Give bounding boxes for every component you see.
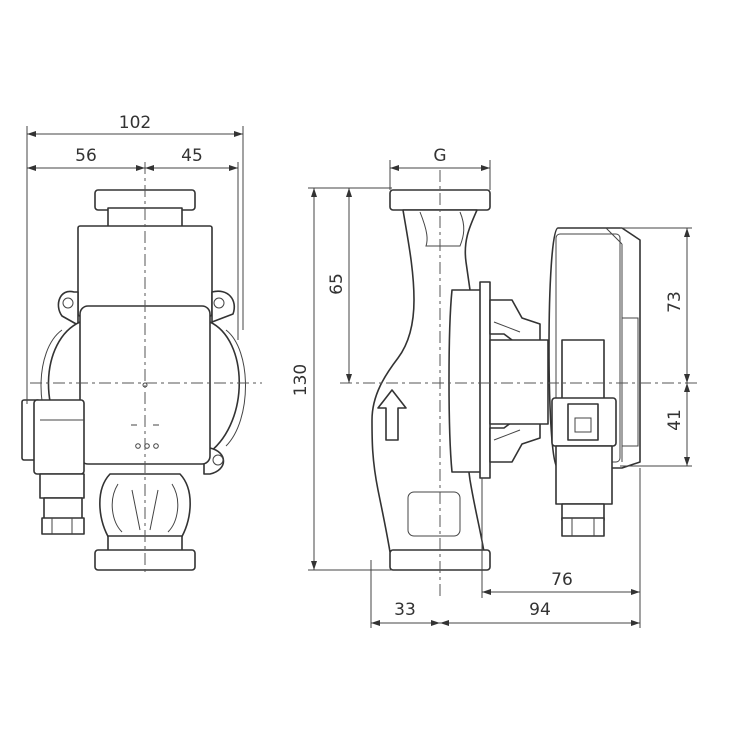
dim-side-depth-outer: 94: [529, 600, 551, 620]
dim-height-total: 130: [291, 364, 311, 396]
dim-left-width: 56: [75, 146, 97, 166]
dim-connection: G: [433, 146, 446, 166]
dim-height-upper: 65: [327, 273, 347, 295]
dim-motor-upper: 73: [665, 291, 685, 313]
front-button-dots: [135, 443, 141, 449]
dim-flange-offset: 33: [394, 600, 416, 620]
dim-overall-width: 102: [119, 113, 151, 133]
side-motor-window: [561, 339, 605, 401]
dim-motor-lower: 41: [665, 409, 685, 431]
front-connector-plug: [39, 473, 85, 499]
side-connector-plug: [555, 445, 613, 505]
side-motor-neck: [489, 339, 549, 425]
side-flange-plate: [479, 281, 491, 479]
front-view: [21, 126, 262, 575]
flow-direction-arrow: [377, 389, 407, 441]
side-view: [308, 160, 700, 628]
side-housing-cover: [448, 289, 483, 473]
dim-side-depth-inner: 76: [551, 570, 573, 590]
dim-right-width: 45: [181, 146, 203, 166]
